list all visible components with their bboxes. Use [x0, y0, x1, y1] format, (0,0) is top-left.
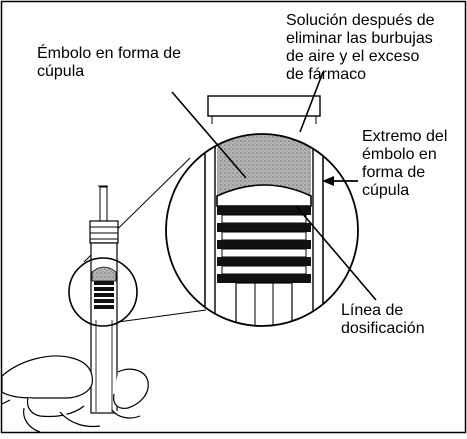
- syringe-hub: [89, 220, 119, 244]
- solution-region: [217, 134, 311, 196]
- leader-plunger-tip: [322, 176, 358, 186]
- label-dosing-line: Línea de dosificación: [341, 302, 425, 337]
- hand-illustration: [1, 355, 149, 433]
- magnified-cap: [207, 95, 321, 117]
- label-dome-plunger: Émbolo en forma de cúpula: [37, 45, 182, 80]
- leader-dosing-line: [295, 205, 377, 301]
- needle-hub: [99, 186, 108, 222]
- zoom-connector-bottom: [117, 309, 207, 323]
- detail-circle-large: [165, 133, 359, 327]
- syringe-small: [89, 185, 119, 414]
- magnified-view: [165, 95, 359, 327]
- label-solution: Solución después de eliminar las burbuja…: [286, 12, 435, 83]
- leader-dome-plunger: [171, 91, 247, 179]
- label-plunger-tip: Extremo del émbolo en forma de cúpula: [362, 128, 448, 199]
- leader-solution: [299, 71, 324, 133]
- plunger-dome: [216, 184, 312, 207]
- detail-circle-small: [68, 257, 138, 327]
- plunger-rod: [235, 282, 293, 326]
